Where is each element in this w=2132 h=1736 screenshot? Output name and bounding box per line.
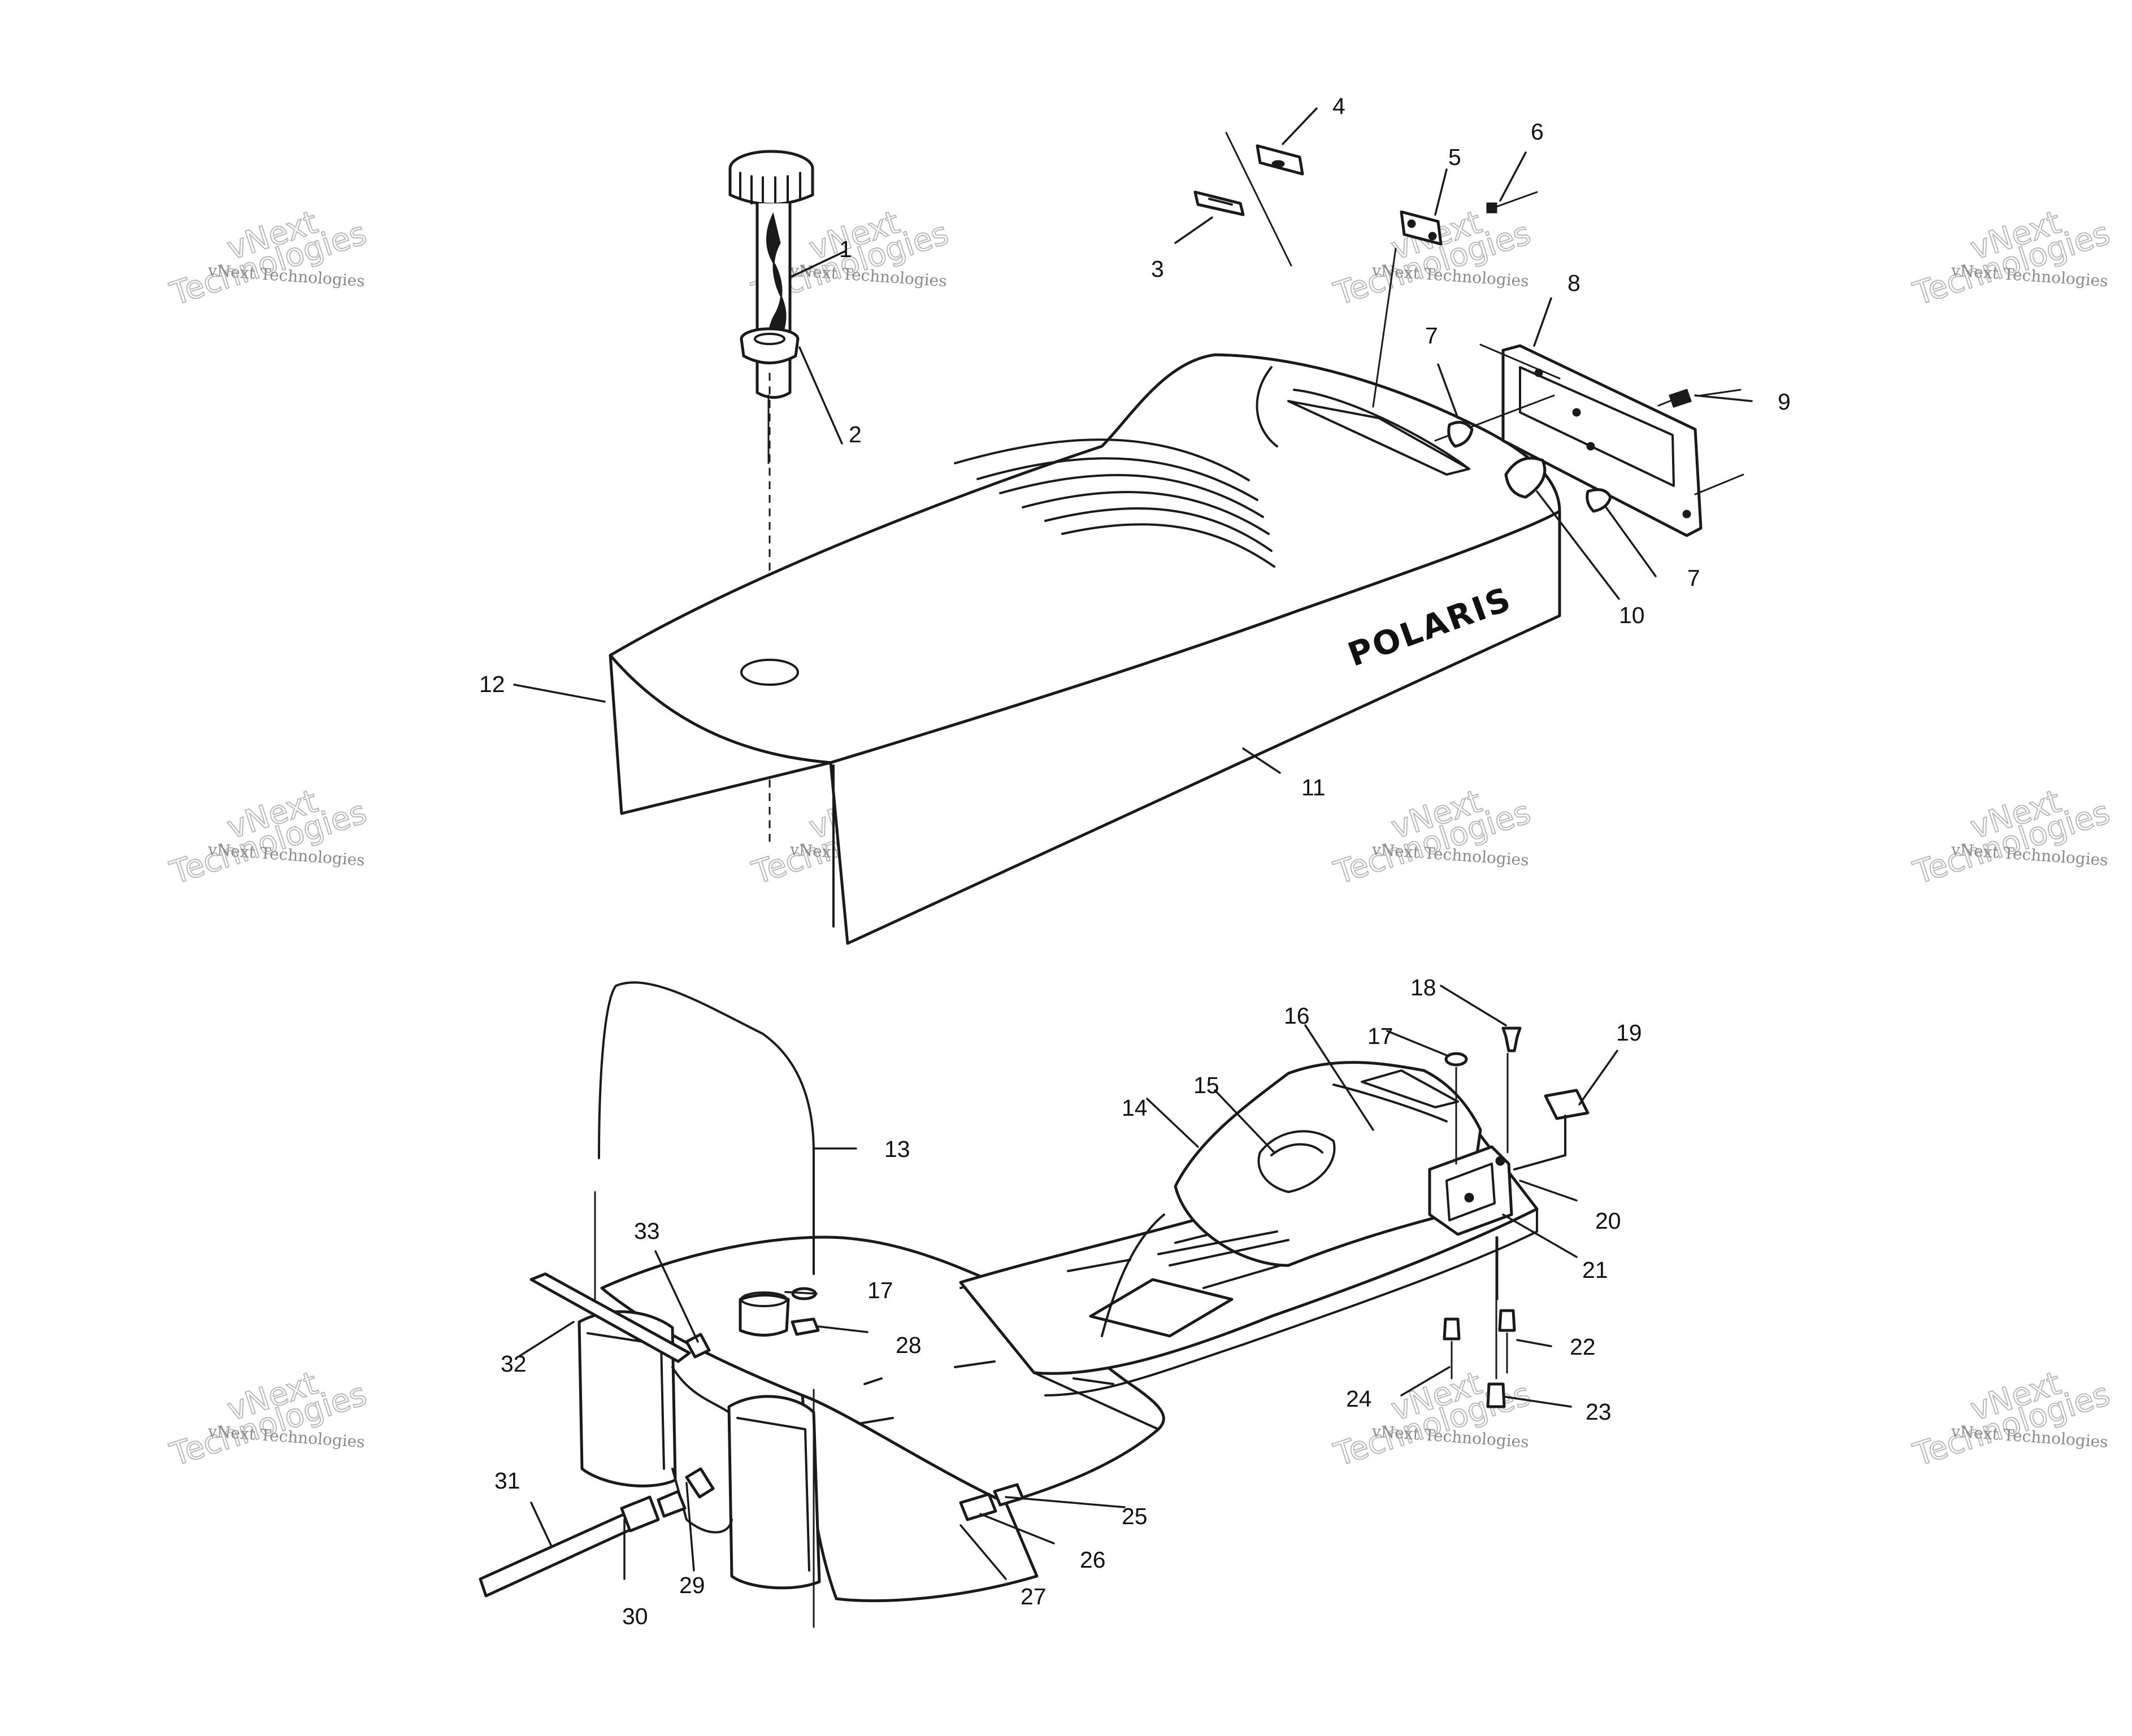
- callout-8: 8: [1567, 270, 1580, 296]
- callout-15: 15: [1193, 1072, 1219, 1098]
- callout-11: 11: [1301, 775, 1326, 800]
- callout-19: 19: [1616, 1020, 1642, 1046]
- callout-22: 22: [1570, 1334, 1596, 1360]
- callout-27: 27: [1021, 1583, 1047, 1609]
- callout-1: 1: [839, 236, 852, 262]
- callout-28: 28: [896, 1332, 922, 1358]
- callout-23: 23: [1586, 1399, 1612, 1425]
- callout-5: 5: [1448, 144, 1461, 170]
- callout-7-lower: 7: [1687, 565, 1700, 591]
- callout-16: 16: [1284, 1003, 1310, 1029]
- callout-9: 9: [1778, 389, 1791, 415]
- callout-10: 10: [1619, 602, 1645, 628]
- callout-29: 29: [679, 1572, 705, 1598]
- callout-4: 4: [1332, 93, 1345, 119]
- taillight-parts: [1193, 132, 1744, 537]
- callout-20: 20: [1595, 1208, 1621, 1234]
- callout-labels: 1 2 3 4 5 6 7 7 8 9 10 11 12 13 14 15 16…: [479, 93, 1791, 1629]
- callout-14: 14: [1122, 1095, 1148, 1121]
- callout-31: 31: [494, 1468, 520, 1494]
- callout-18: 18: [1410, 974, 1436, 1000]
- callout-3: 3: [1151, 256, 1164, 282]
- callout-24: 24: [1346, 1386, 1372, 1412]
- callout-26: 26: [1080, 1547, 1106, 1573]
- vent-tube-part: [598, 981, 815, 1275]
- callout-25: 25: [1122, 1503, 1148, 1529]
- seat-part: POLARIS: [609, 353, 1561, 945]
- callout-17-lower: 17: [867, 1277, 893, 1303]
- callout-6: 6: [1531, 119, 1544, 145]
- callout-32: 32: [501, 1351, 527, 1377]
- grommet-part: [740, 327, 800, 364]
- leader-lines: [513, 107, 1753, 1580]
- callout-30: 30: [622, 1603, 648, 1629]
- callout-21: 21: [1582, 1257, 1608, 1283]
- callout-33: 33: [634, 1218, 660, 1244]
- callout-7-upper: 7: [1425, 323, 1438, 349]
- seat-base-part: [959, 1026, 1590, 1408]
- callout-17-upper: 17: [1367, 1023, 1393, 1049]
- callout-2: 2: [849, 421, 862, 447]
- callout-13: 13: [884, 1136, 910, 1162]
- filler-cap-part: [728, 150, 814, 464]
- callout-12: 12: [479, 671, 505, 697]
